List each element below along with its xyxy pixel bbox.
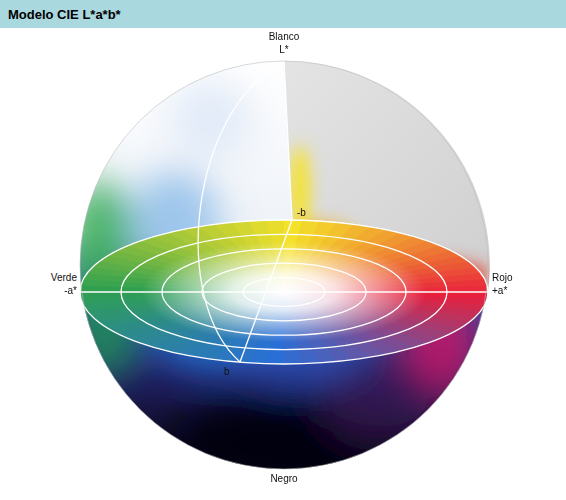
sphere-body [60, 55, 510, 485]
wheel-center [80, 220, 488, 364]
axis-label: Negro [270, 473, 297, 485]
axis-label: b [224, 366, 230, 378]
axis-label: -b [297, 207, 306, 219]
title: Modelo CIE L*a*b* [8, 7, 121, 22]
axes-and-rings [80, 61, 488, 364]
axis-label: +a* [492, 285, 507, 297]
title-bar [0, 0, 566, 28]
axis-label: Verde [51, 272, 77, 284]
axis-label: Rojo [492, 272, 513, 284]
axis-label: Blanco [269, 31, 300, 43]
color-wheel [80, 220, 488, 364]
axis-label: -a* [64, 285, 77, 297]
sphere-outline [80, 61, 488, 469]
axis-label: L* [279, 44, 288, 56]
